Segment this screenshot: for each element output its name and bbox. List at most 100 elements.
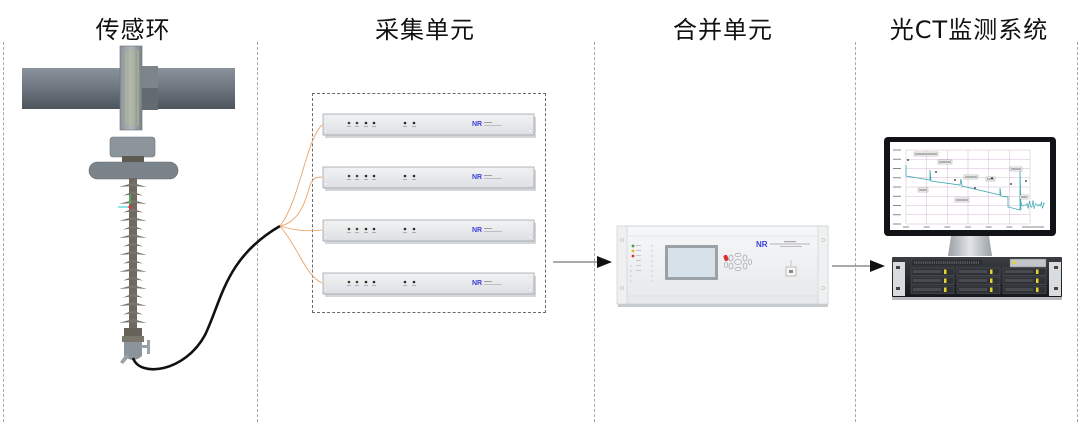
section-divider <box>3 42 4 422</box>
annotation-text <box>1021 196 1027 198</box>
drive-handle <box>959 270 987 273</box>
annotation-marker <box>1010 183 1012 185</box>
vent-slot <box>975 261 977 264</box>
insulator-shed <box>123 191 143 196</box>
y-tick-label <box>893 223 901 225</box>
model-label <box>484 175 492 176</box>
status-led <box>403 121 407 125</box>
title-optical-ct-monitoring: 光CT监测系统 <box>889 16 1049 44</box>
drive-handle <box>1005 288 1033 291</box>
drive-handle <box>959 288 987 291</box>
merging-unit-device: NR <box>616 225 829 307</box>
x-tick-label <box>903 226 909 228</box>
vent-slot <box>944 261 946 264</box>
acquisition-group-border <box>312 93 546 313</box>
noise-trace <box>1020 200 1046 209</box>
sensor-ring <box>119 45 143 131</box>
led-label <box>347 179 351 180</box>
title-merging-unit: 合并单元 <box>673 16 773 44</box>
insulator-shed <box>119 268 147 272</box>
led-label <box>347 126 351 127</box>
vent-slot <box>914 261 916 264</box>
mount-hole <box>324 168 328 172</box>
led-label <box>364 285 368 286</box>
y-tick-label <box>893 177 901 179</box>
vent-slot <box>973 261 975 264</box>
annotation-text <box>965 176 977 178</box>
led-label <box>403 126 407 127</box>
insulator-shed <box>123 259 143 264</box>
led-label <box>403 285 407 286</box>
model-subtitle <box>484 125 502 126</box>
vent-slot <box>966 261 968 264</box>
section-divider <box>855 42 856 422</box>
led-label <box>412 232 416 233</box>
vent-slot <box>938 261 940 264</box>
drive-activity-led <box>1036 287 1039 292</box>
vent-slot <box>960 261 962 264</box>
status-led <box>355 174 359 178</box>
status-led <box>347 121 351 125</box>
y-tick-label <box>893 195 901 197</box>
model-subtitle <box>484 178 502 179</box>
mount-hole <box>528 221 532 225</box>
insulator-shed <box>119 217 147 221</box>
drive-handle <box>1005 270 1033 273</box>
vent-slot <box>918 261 920 264</box>
insulator-shed <box>119 234 147 238</box>
led-label <box>347 285 351 286</box>
model-label <box>484 122 492 123</box>
insulator-shed <box>119 183 147 187</box>
optical-cable <box>131 224 281 371</box>
unit-front-panel <box>322 113 535 136</box>
drive-handle <box>913 270 941 273</box>
led-label <box>364 179 368 180</box>
drive-activity-led <box>1036 269 1039 274</box>
status-led <box>364 174 368 178</box>
status-led <box>412 121 416 125</box>
vent-slot <box>916 261 918 264</box>
led-label <box>412 285 416 286</box>
insulator-shed <box>123 310 143 315</box>
mount-hole <box>324 221 328 225</box>
indicator-led-run <box>631 244 635 248</box>
indicator-led-alarm <box>631 254 635 258</box>
status-led <box>372 121 376 125</box>
mount-hole <box>528 274 532 278</box>
vent-slot <box>962 261 964 264</box>
vent-slot <box>920 261 922 264</box>
insulator-shed <box>123 276 143 281</box>
vent-slot <box>925 261 927 264</box>
x-axis-label <box>1022 226 1044 228</box>
x-tick-label <box>923 226 930 228</box>
vent-slot <box>922 261 924 264</box>
mount-hole <box>324 274 328 278</box>
annotation-marker <box>974 187 976 189</box>
mount-hole <box>324 115 328 119</box>
vent-slot <box>947 261 949 264</box>
status-led <box>347 227 351 231</box>
drive-activity-led <box>944 287 947 292</box>
annotation-marker <box>935 171 937 173</box>
drive-activity-led <box>990 269 993 274</box>
insulator-shed <box>119 302 147 306</box>
vent-slot <box>977 261 979 264</box>
status-led <box>403 174 407 178</box>
drive-activity-led <box>1036 278 1039 283</box>
drive-handle <box>913 288 941 291</box>
led-label <box>355 126 359 127</box>
annotation-text <box>915 153 937 155</box>
led-label <box>403 232 407 233</box>
mount-hole <box>528 235 532 239</box>
vent-slot <box>927 261 929 264</box>
mount-hole <box>324 288 328 292</box>
annotation-text <box>987 178 994 180</box>
drive-handle <box>913 279 941 282</box>
led-label <box>412 126 416 127</box>
acquisition-unit-logo: NR <box>472 227 482 234</box>
annotation-marker <box>907 159 909 161</box>
x-tick-label <box>1006 226 1013 228</box>
acquisition-unit-logo: NR <box>472 280 482 287</box>
led-label <box>372 126 376 127</box>
